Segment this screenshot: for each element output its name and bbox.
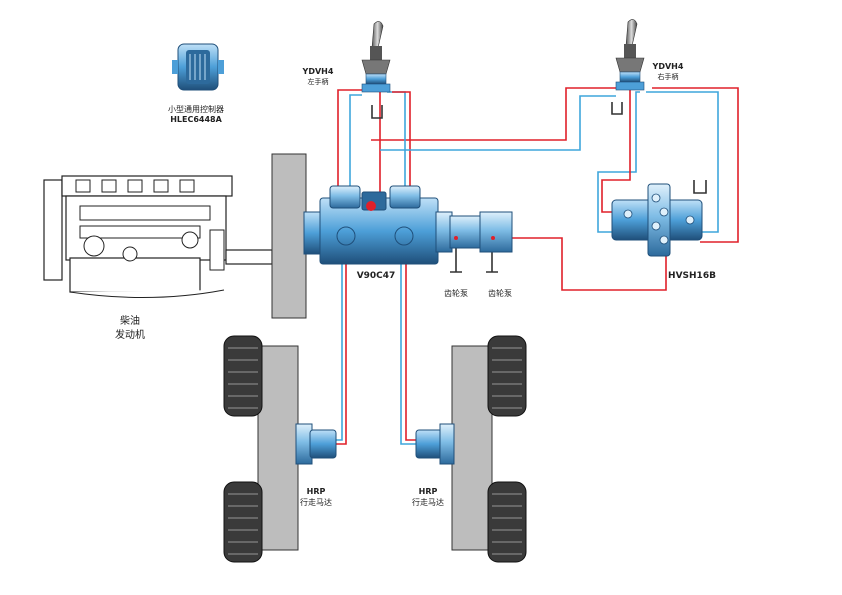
pump-model-label: V90C47 (357, 271, 396, 281)
pump-to-valve-red-line (505, 237, 667, 291)
left-motor-name-label: 行走马达 (300, 497, 332, 507)
left-rear-wheel (223, 481, 263, 563)
controller-name-label: 小型通用控制器 (168, 104, 224, 114)
right-joystick-blue-line-2 (646, 91, 719, 233)
left-motor-model-label: HRP (307, 487, 326, 496)
right-travel-motor (415, 423, 455, 465)
right-motor-model-label: HRP (419, 487, 438, 496)
right-joystick-model-label: YDVH4 (652, 62, 684, 71)
pump-to-left-motor-blue (334, 242, 343, 441)
valve-model-label: HVSH16B (668, 271, 716, 281)
right-rear-wheel (487, 481, 527, 563)
engine-label-line1: 柴油 (120, 314, 140, 327)
left-joystick: YDVH4 左手柄 (302, 21, 391, 93)
valve-tank (693, 180, 707, 194)
right-joystick-red-line (652, 87, 739, 243)
gear-pump-1-tap (450, 248, 462, 273)
right-joystick: YDVH4 右手柄 (615, 19, 684, 91)
right-joystick-blue-line (597, 91, 640, 233)
right-joystick-red-line-2 (601, 90, 631, 213)
left-travel-motor (295, 423, 337, 465)
diesel-engine: 柴油 发动机 (43, 175, 273, 341)
pump-to-right-motor-blue (400, 242, 418, 445)
pump-to-right-motor-red (405, 240, 418, 441)
left-joystick-blue-line-3 (392, 91, 411, 195)
left-joystick-blue-line (349, 94, 362, 190)
flywheel-housing (271, 153, 307, 319)
left-track-assembly: HRP 行走马达 (223, 335, 337, 563)
right-joystick-blue-line-3 (380, 95, 616, 151)
right-track-assembly: HRP 行走马达 (412, 335, 527, 563)
right-front-wheel (487, 335, 527, 417)
main-pump: V90C47 齿轮泵 齿轮泵 (303, 185, 513, 298)
left-joystick-red-line-2 (372, 90, 381, 206)
left-front-wheel (223, 335, 263, 417)
right-joystick-name-label: 右手柄 (658, 72, 679, 81)
engine-label-line2: 发动机 (115, 328, 145, 341)
right-track-frame (451, 345, 493, 551)
right-motor-name-label: 行走马达 (412, 497, 444, 507)
right-joystick-tank (611, 102, 623, 115)
left-joystick-name-label: 左手柄 (308, 77, 329, 86)
left-joystick-blue-line-2 (387, 91, 406, 190)
left-joystick-tank (371, 105, 383, 119)
pump-to-left-motor-red (334, 240, 347, 445)
controller-model-label: HLEC6448A (170, 115, 222, 124)
left-joystick-red-line-3 (371, 87, 638, 141)
gear-pump-1-label: 齿轮泵 (444, 288, 468, 298)
left-joystick-red-line (337, 89, 366, 190)
control-valve: HVSH16B (611, 183, 716, 281)
left-joystick-model-label: YDVH4 (302, 67, 334, 76)
left-track-frame (257, 345, 299, 551)
hydraulic-lines (334, 87, 739, 445)
controller: 小型通用控制器 HLEC6448A (168, 43, 224, 124)
gear-pump-2-label: 齿轮泵 (488, 288, 512, 298)
